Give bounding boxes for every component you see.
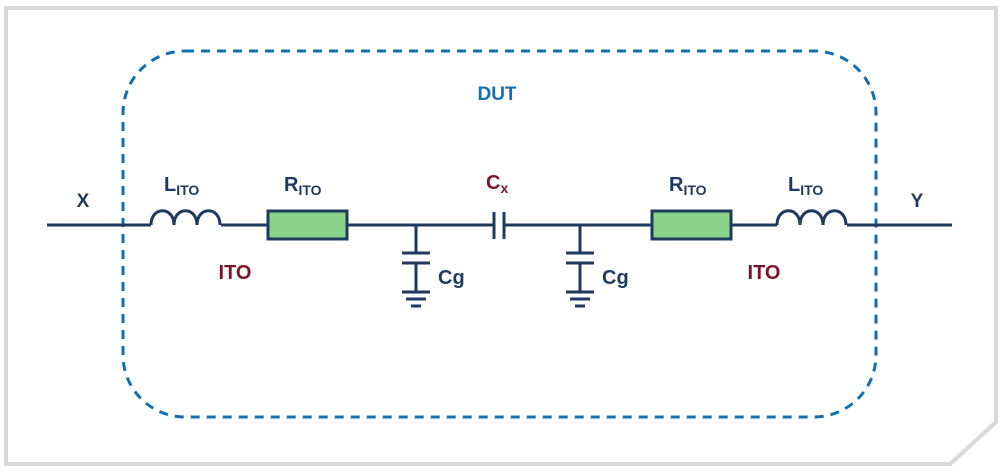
inductor-right-label-main: L (788, 174, 800, 196)
resistor-right-icon (650, 209, 733, 241)
capacitor-cx-label-main: C (486, 172, 500, 194)
resistor-left-label-main: R (284, 174, 299, 196)
outer-frame (4, 6, 998, 466)
inductor-left-icon (149, 209, 222, 226)
dut-label: DUT (477, 84, 516, 105)
resistor-left-label: RITO (284, 174, 322, 198)
inductor-right-icon (775, 209, 848, 226)
inductor-right-label-sub: ITO (800, 182, 823, 198)
capacitor-cx-label: Cx (486, 172, 508, 196)
dut-boundary (121, 49, 878, 419)
resistor-left-icon (266, 209, 349, 241)
material-label-left: ITO (219, 262, 252, 284)
resistor-left-label-sub: ITO (298, 182, 321, 198)
inductor-left-label-sub: ITO (176, 182, 199, 198)
inductor-left-label: LITO (164, 174, 199, 198)
ground-capacitor-left-icon (402, 225, 430, 308)
terminal-y-label: Y (911, 191, 924, 212)
resistor-right-label: RITO (669, 174, 707, 198)
inductor-right-label: LITO (788, 174, 823, 198)
ground-capacitor-left-label: Cg (438, 267, 465, 289)
material-label-right: ITO (748, 262, 781, 284)
ground-capacitor-right-label: Cg (602, 267, 629, 289)
inductor-left-label-main: L (164, 174, 176, 196)
capacitor-cx-icon (492, 212, 506, 239)
ground-capacitor-right-icon (566, 225, 594, 308)
resistor-right-label-main: R (669, 174, 684, 196)
resistor-right-label-sub: ITO (683, 182, 706, 198)
terminal-x-label: X (77, 191, 90, 212)
capacitor-cx-label-sub: x (500, 180, 508, 196)
